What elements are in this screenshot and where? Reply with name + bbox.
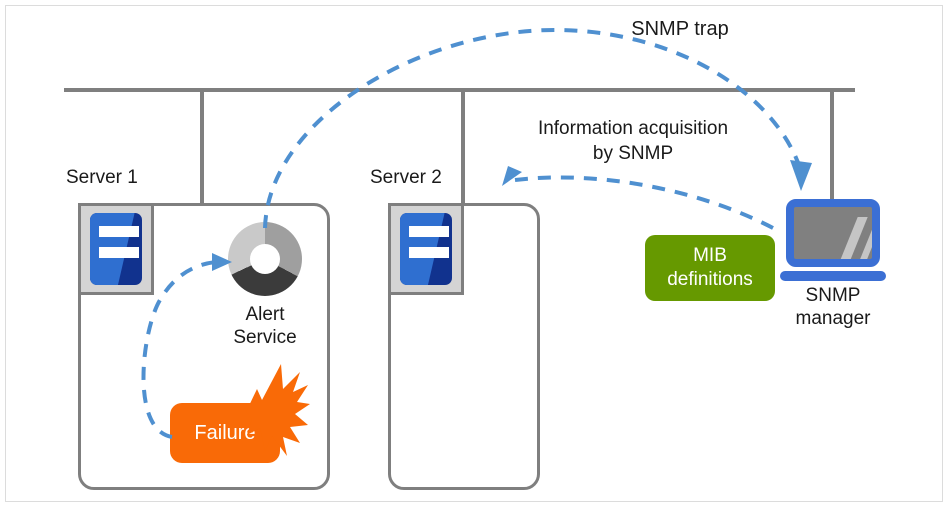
bus-drop-server1 — [200, 88, 204, 205]
mib-label-line1: MIB — [693, 245, 727, 266]
server1-chip — [90, 213, 142, 285]
failure-box: Failure — [170, 403, 280, 463]
snmp-manager-label-line2: manager — [795, 308, 871, 329]
snmp-manager-label-line1: SNMP — [805, 285, 861, 306]
snmp-trap-label: SNMP trap — [631, 18, 729, 40]
information-acquisition-arrow — [502, 166, 774, 230]
info-acquisition-label-line1: Information acquisition — [537, 118, 729, 139]
server1-icon — [78, 203, 154, 295]
monitor-glare-wide — [834, 217, 868, 259]
alert-service-donut-icon — [228, 222, 302, 296]
server2-chip-bar-bottom — [409, 247, 449, 258]
bus-drop-snmp-manager — [830, 88, 834, 202]
info-acquisition-label-line2: by SNMP — [592, 143, 674, 164]
mib-label-line2: definitions — [667, 269, 753, 290]
mib-definitions-box: MIB definitions — [645, 235, 775, 301]
server1-chip-bar-top — [99, 226, 139, 237]
network-bus-horizontal — [64, 88, 855, 92]
bus-drop-server2 — [461, 88, 465, 205]
server2-label: Server 2 — [370, 167, 442, 188]
server2-icon — [388, 203, 464, 295]
server2-chip — [400, 213, 452, 285]
monitor-icon — [786, 199, 880, 267]
failure-label: Failure — [194, 421, 256, 444]
server1-label: Server 1 — [66, 167, 138, 188]
server1-chip-bar-bottom — [99, 247, 139, 258]
donut-hole — [250, 244, 280, 274]
monitor-base — [780, 271, 886, 281]
alert-service-label-line2: Service — [233, 327, 297, 348]
server2-chip-bar-top — [409, 226, 449, 237]
alert-service-label-line1: Alert — [245, 304, 285, 325]
